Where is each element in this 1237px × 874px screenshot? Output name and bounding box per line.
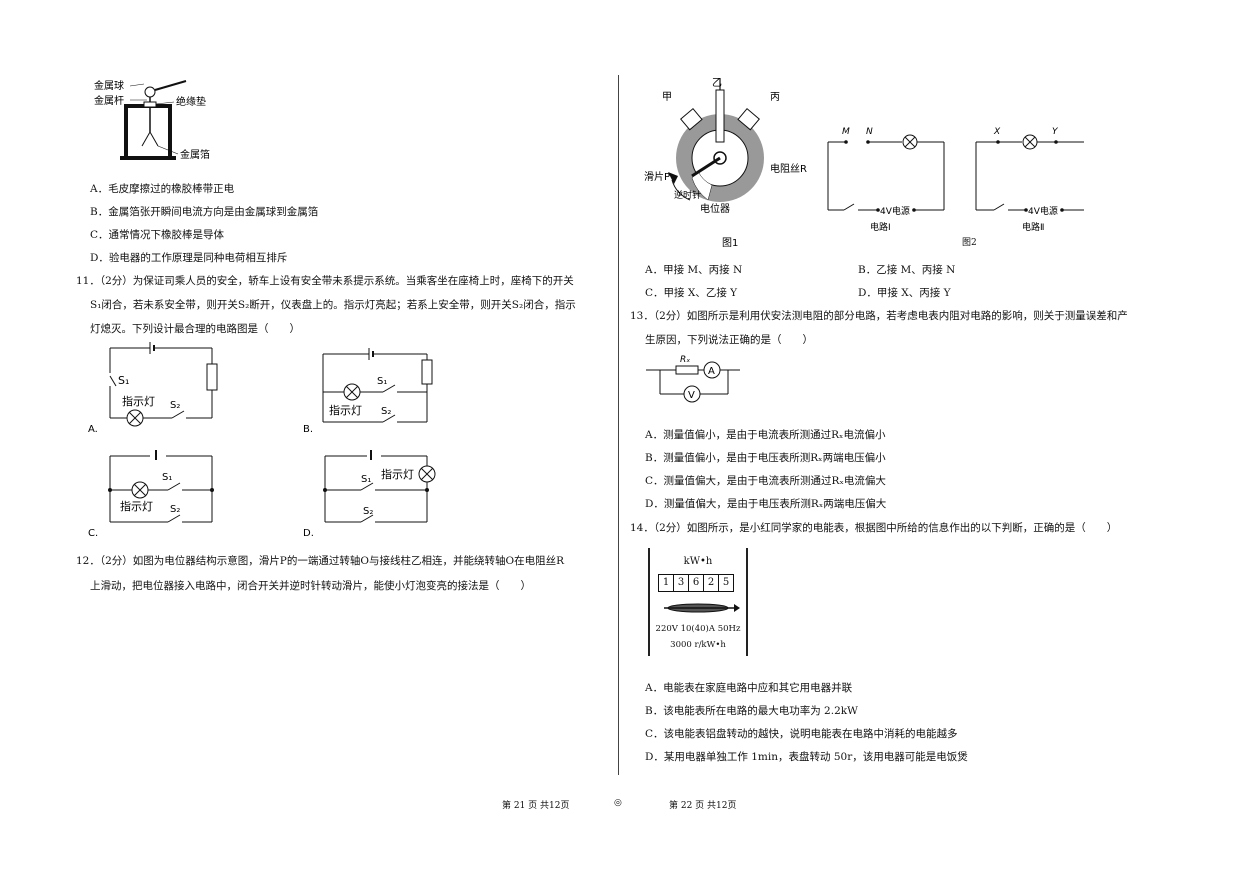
- q10-option-d: D．验电器的工作原理是同种电荷相互排斥: [90, 252, 288, 264]
- d-s1-label: S₁: [361, 474, 371, 485]
- ammeter-label: A: [708, 366, 715, 377]
- q13-option-d: D．测量值偏大，是由于电压表所测Rₓ两端电压偏大: [645, 498, 887, 510]
- label-insulator: 绝缘垫: [176, 95, 206, 108]
- footer-left-page: 第 21 页 共12页: [502, 801, 570, 811]
- footer-right-page: 第 22 页 共12页: [669, 801, 737, 811]
- q13-option-b: B．测量值偏小，是由于电压表所测Rₓ两端电压偏小: [645, 452, 886, 464]
- q11-stem-line3: 灯熄灭。下列设计最合理的电路图是（ ）: [90, 323, 300, 335]
- q12-option-a: A．甲接 M、丙接 N: [645, 264, 743, 276]
- meter-digit: 3: [674, 574, 689, 592]
- q14-option-b: B．该电能表所在电路的最大电功率为 2.2kW: [645, 705, 858, 717]
- c1-label-n: N: [866, 127, 873, 137]
- q14-option-c: C．该电能表铝盘转动的越快，说明电能表在电路中消耗的电能越多: [645, 728, 958, 740]
- rx-label: Rₓ: [680, 355, 690, 365]
- c1-name: 电路Ⅰ: [870, 221, 891, 233]
- c2-source: 4V电源: [1028, 205, 1058, 217]
- pot-label-name: 电位器: [700, 202, 730, 215]
- option-d-label: D.: [303, 528, 314, 539]
- q14-stem: 14．（2分）如图所示，是小红同学家的电能表，根据图中所给的信息作出的以下判断，…: [630, 522, 1118, 534]
- q10-option-c: C．通常情况下橡胶棒是导体: [90, 229, 225, 241]
- label-rod: 金属杆: [94, 94, 124, 107]
- fig1-label: 图1: [722, 237, 738, 249]
- d-s2-label: S₂: [363, 506, 373, 517]
- circuit-b: S₁ 指示灯 S₂ B.: [303, 348, 433, 435]
- q12-stem-line1: 12．（2分）如图为电位器结构示意图，滑片P的一端通过转轴O与接线柱乙相连，并能…: [76, 555, 564, 567]
- voltammetry-figure: Rₓ A V: [646, 355, 740, 403]
- pot-label-slider: 滑片P: [644, 170, 670, 183]
- b-s2-label: S₂: [381, 406, 391, 417]
- c2-label-x: X: [993, 127, 1001, 137]
- q10-option-a: A．毛皮摩擦过的橡胶棒带正电: [90, 183, 235, 195]
- pot-label-jia: 甲: [662, 92, 672, 103]
- electroscope-figure: 金属球 金属杆 绝缘垫 金属箔: [94, 79, 210, 161]
- pot-label-wire: 电阻丝R: [770, 162, 807, 175]
- c1-source: 4V电源: [880, 205, 910, 217]
- c-s2-label: S₂: [170, 504, 180, 515]
- meter-disc: [664, 603, 740, 613]
- c2-label-y: Y: [1052, 127, 1059, 137]
- circuit-1-figure: M N 4V电源 电路Ⅰ: [827, 127, 945, 233]
- meter-unit: kW•h: [683, 556, 713, 567]
- b-lamp-label: 指示灯: [329, 403, 362, 417]
- q13-option-c: C．测量值偏大，是由于电流表所测通过Rₓ电流偏大: [645, 475, 886, 487]
- q11-stem-line1: 11．（2分）为保证司乘人员的安全，轿车上设有安全带未系提示系统。当乘客坐在座椅…: [76, 275, 574, 287]
- q12-stem-line2: 上滑动，把电位器接入电路中，闭合开关并逆时针转动滑片，能使小灯泡变亮的接法是（ …: [90, 580, 531, 592]
- b-s1-label: S₁: [377, 376, 387, 387]
- a-s1-label: S₁: [118, 374, 129, 387]
- meter-digit: 2: [704, 574, 719, 592]
- c-s1-label: S₁: [162, 472, 172, 483]
- option-b-label: B.: [303, 424, 313, 435]
- a-s2-label: S₂: [170, 400, 180, 411]
- q13-stem-line1: 13．（2分）如图所示是利用伏安法测电阻的部分电路，若考虑电表内阻对电路的影响，…: [630, 310, 1128, 322]
- q12-option-b: B．乙接 M、丙接 N: [858, 264, 956, 276]
- q14-option-d: D．某用电器单独工作 1min，表盘转动 50r，该用电器可能是电饭煲: [645, 751, 968, 763]
- fig2-caption: 图2: [962, 238, 977, 248]
- d-lamp-label: 指示灯: [381, 467, 414, 481]
- potentiometer-figure: 甲 乙 丙 滑片P 电阻丝R 逆时针 电位器 图1: [644, 77, 807, 249]
- voltmeter-label: V: [688, 390, 695, 401]
- footer-center-mark: ◎: [614, 798, 622, 808]
- q13-stem-line2: 生原因，下列说法正确的是（ ）: [645, 334, 813, 346]
- q12-option-d: D．甲接 X、丙接 Y: [858, 287, 951, 299]
- q12-option-c: C．甲接 X、乙接 Y: [645, 287, 738, 299]
- c2-name: 电路Ⅱ: [1022, 221, 1044, 233]
- pot-label-bing: 丙: [770, 92, 780, 103]
- circuit-d: S₁ 指示灯 S₂ D.: [303, 450, 436, 539]
- option-c-label: C.: [88, 528, 98, 539]
- q13-option-a: A．测量值偏小，是由于电流表所测通过Rₓ电流偏小: [645, 429, 886, 441]
- circuit-c: S₁ 指示灯 S₂ C.: [88, 450, 214, 539]
- pot-label-yi: 乙: [712, 77, 722, 89]
- c-lamp-label: 指示灯: [120, 499, 153, 513]
- meter-digit: 5: [719, 574, 734, 592]
- energy-meter: kW•h 1 3 6 2 5 220V 10(40)A 50Hz 3000 r/…: [648, 548, 748, 656]
- circuit-2-figure: X Y 4V电源 电路Ⅱ: [975, 127, 1084, 233]
- c1-label-m: M: [842, 127, 850, 137]
- option-a-label: A.: [88, 424, 98, 435]
- q10-option-b: B．金属箔张开瞬间电流方向是由金属球到金属箔: [90, 206, 319, 218]
- a-lamp-label: 指示灯: [122, 394, 155, 408]
- meter-rev: 3000 r/kW•h: [670, 640, 726, 650]
- meter-digit: 1: [658, 574, 674, 592]
- q11-stem-line2: S₁闭合，若未系安全带，则开关S₂断开，仪表盘上的。指示灯亮起；若系上安全带，则…: [90, 299, 576, 311]
- meter-spec: 220V 10(40)A 50Hz: [655, 624, 741, 634]
- pot-label-ccw: 逆时针: [674, 189, 701, 201]
- page-divider: [618, 75, 619, 775]
- meter-digits: 1 3 6 2 5: [658, 574, 734, 592]
- q14-option-a: A．电能表在家庭电路中应和其它用电器并联: [645, 682, 853, 694]
- label-foil: 金属箔: [180, 148, 210, 161]
- circuit-a: S₁ 指示灯 S₂ A.: [88, 342, 218, 435]
- meter-digit: 6: [689, 574, 704, 592]
- q11-circuits: S₁ 指示灯 S₂ A. S₁ 指示灯 S₂ B.: [88, 342, 436, 539]
- label-ball: 金属球: [94, 79, 124, 92]
